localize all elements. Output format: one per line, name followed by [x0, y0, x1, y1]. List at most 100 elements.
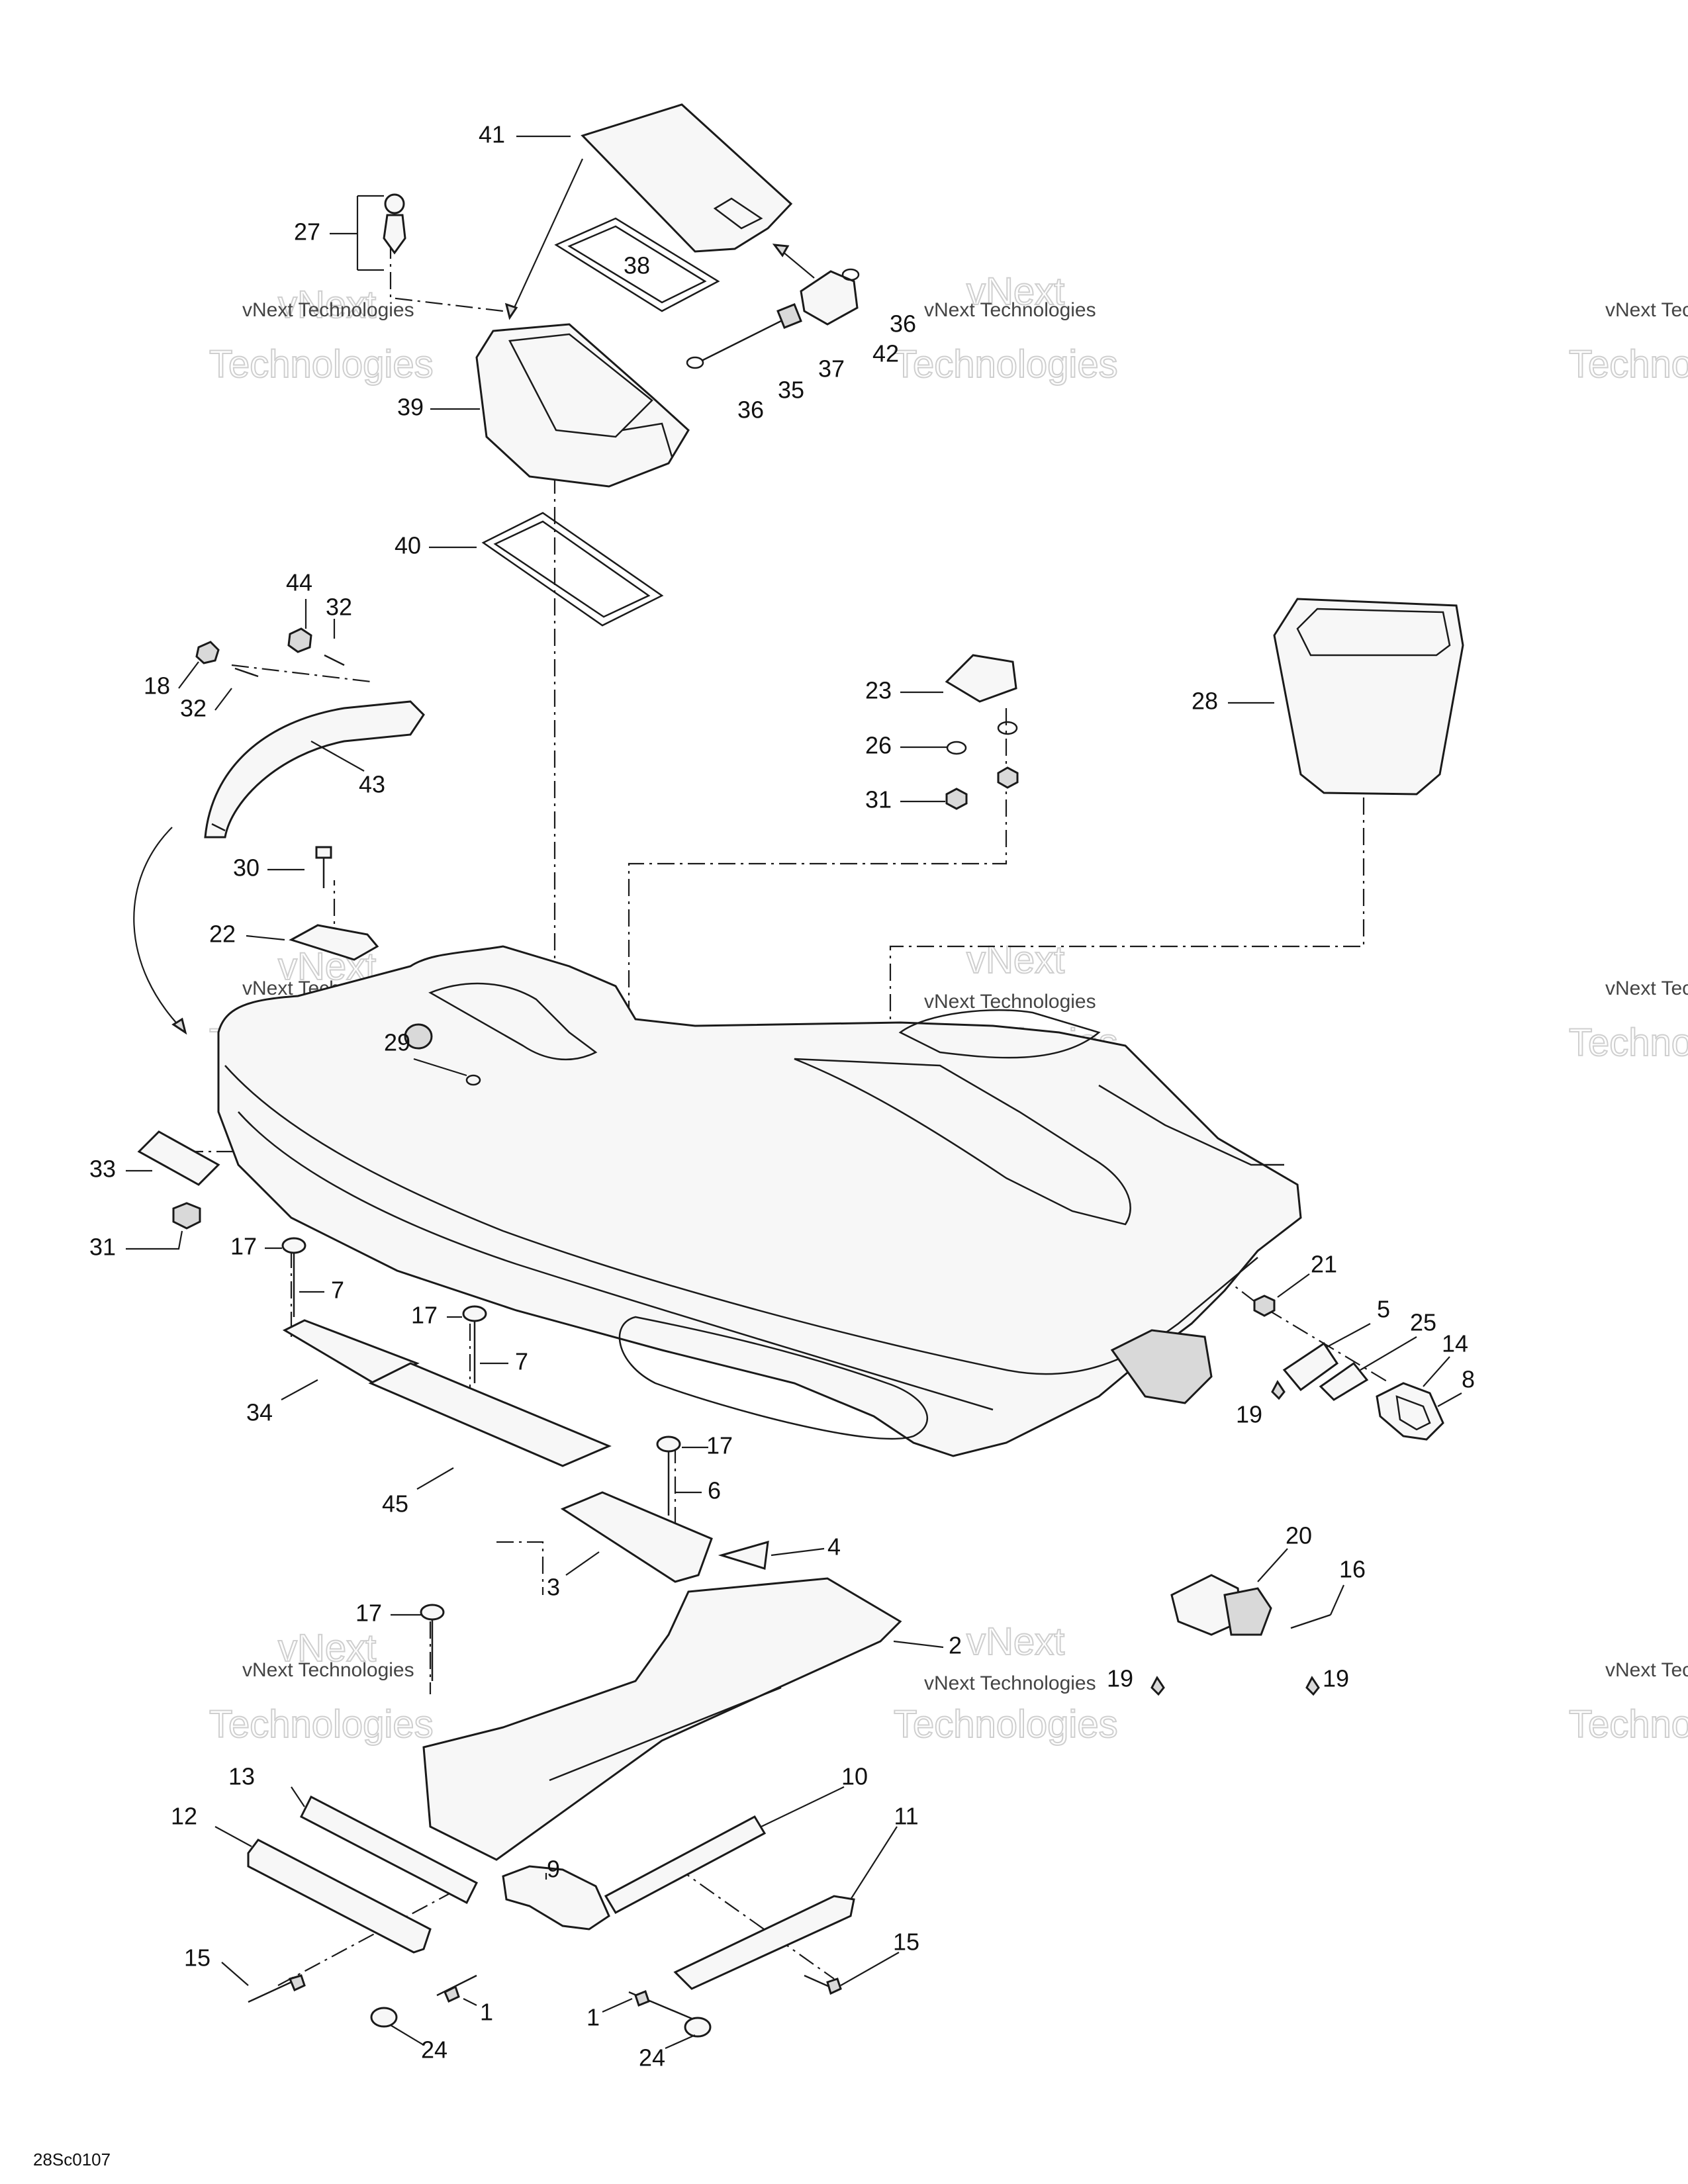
callout-label-c7a: 7	[331, 1277, 344, 1304]
callout-label-c8: 8	[1462, 1366, 1475, 1393]
hook-bracket-part	[945, 654, 1017, 703]
callout-label-c32a: 32	[326, 594, 352, 621]
callout-label-c36b: 36	[737, 396, 764, 424]
callout-label-c11: 11	[894, 1803, 918, 1830]
callout-label-c6: 6	[708, 1477, 721, 1504]
watercraft-hull	[217, 945, 1302, 1457]
callout-label-c38: 38	[624, 252, 650, 279]
callout-label-c39: 39	[397, 394, 424, 421]
watermark-outline-text: Technologies	[1569, 1703, 1688, 1746]
callout-label-c5: 5	[1377, 1296, 1390, 1323]
callout-label-c12: 12	[171, 1803, 197, 1830]
callout-label-c9: 9	[547, 1856, 560, 1883]
callout-label-c17c: 17	[706, 1432, 733, 1459]
callout-label-c13: 13	[228, 1763, 255, 1790]
callout-label-c26: 26	[865, 732, 892, 759]
watermark-text: vNext Technologies	[924, 991, 1096, 1013]
callout-label-c45: 45	[382, 1490, 408, 1518]
callout-label-c14: 14	[1442, 1330, 1468, 1357]
callout-label-c17d: 17	[355, 1600, 382, 1627]
callout-label-c23: 23	[865, 677, 892, 704]
watermark-text: vNext Technologies	[242, 1659, 414, 1681]
clip-part	[384, 193, 405, 214]
figure-code: 28Sc0107	[33, 2150, 111, 2169]
callout-label-c24b: 24	[639, 2044, 665, 2071]
watermark-outline-text: Technologies	[894, 343, 1118, 386]
callout-label-c43: 43	[359, 771, 385, 798]
watermark-text: vNext Technologies	[242, 299, 414, 321]
watermark-outline-text: vNext	[966, 938, 1064, 981]
rail-part	[604, 1815, 767, 1914]
rail-part	[673, 1895, 855, 1990]
callout-label-c2: 2	[949, 1632, 962, 1659]
latch-part	[800, 270, 859, 326]
watermark-outline-text: vNext	[966, 1620, 1064, 1663]
pad-part	[282, 1319, 420, 1385]
callout-label-c19a: 19	[1236, 1401, 1262, 1428]
corner-bracket-part	[502, 1865, 610, 1931]
watermark-text: vNext Technologies	[1605, 1659, 1688, 1681]
watermark-outline-text: Technologies	[1569, 1021, 1688, 1064]
callout-label-c10: 10	[841, 1763, 868, 1790]
callout-label-c35: 35	[778, 377, 804, 404]
pad-part	[560, 1491, 713, 1583]
callout-label-c7b: 7	[515, 1348, 528, 1375]
rail-part	[299, 1795, 479, 1905]
watermark-outline-text: Technologies	[894, 1703, 1118, 1746]
watermark-text: vNext Technologies	[924, 299, 1096, 321]
part-drawings	[126, 103, 1464, 2050]
storage-lid-part	[581, 103, 793, 253]
callout-label-c24a: 24	[421, 2036, 447, 2064]
callout-label-c41: 41	[479, 121, 505, 148]
callout-label-c21: 21	[1311, 1251, 1337, 1278]
callout-label-c20: 20	[1286, 1522, 1312, 1549]
callout-label-c4: 4	[827, 1533, 841, 1561]
watermark-text: vNext Technologies	[1605, 299, 1688, 321]
watermark-outline-text: Technologies	[209, 343, 434, 386]
storage-cup-part	[1273, 598, 1464, 796]
callout-label-c31b: 31	[89, 1234, 116, 1261]
pad-part	[368, 1362, 612, 1467]
tow-eye-part	[1376, 1382, 1444, 1441]
callout-label-c29: 29	[384, 1029, 410, 1056]
callout-label-c3: 3	[547, 1574, 560, 1601]
callout-label-c32b: 32	[180, 695, 207, 722]
callout-label-c22: 22	[209, 921, 236, 948]
callout-label-c27: 27	[294, 218, 320, 246]
callout-label-c1a: 1	[480, 1999, 493, 2026]
watermark-outline-text: vNext	[278, 1627, 376, 1670]
callout-label-c37: 37	[818, 355, 845, 383]
bracket-part	[289, 924, 379, 961]
callout-label-c36a: 36	[890, 310, 916, 338]
callout-labels: 4127383642373536394044321832432326312830…	[89, 121, 1475, 2071]
callout-label-c33: 33	[89, 1156, 116, 1183]
callout-label-c31a: 31	[865, 786, 892, 813]
callout-label-c42: 42	[872, 340, 899, 367]
rail-part	[247, 1839, 432, 1954]
callout-label-c17b: 17	[411, 1302, 438, 1329]
watermark-outline-text: vNext	[966, 270, 1064, 313]
callout-label-c40: 40	[395, 532, 421, 559]
callout-label-c30: 30	[233, 854, 259, 882]
watermark-text: vNext Technologies	[1605, 978, 1688, 999]
callout-label-c17a: 17	[230, 1233, 257, 1260]
watermark-outline-text: Technologies	[1569, 343, 1688, 386]
callout-label-c15a: 15	[184, 1944, 211, 1972]
grab-handle-part	[204, 700, 425, 839]
callout-label-c34: 34	[246, 1399, 273, 1426]
callout-label-c19b: 19	[1107, 1665, 1133, 1692]
storage-bin-part	[475, 323, 690, 488]
callout-label-c15b: 15	[893, 1929, 919, 1956]
callout-label-c1b: 1	[586, 2004, 600, 2031]
callout-label-c44: 44	[286, 569, 312, 596]
watermark-outline-text: Technologies	[209, 1703, 434, 1746]
hull-mat-part	[422, 1577, 902, 1861]
callout-label-c18: 18	[144, 672, 170, 700]
callout-label-c25: 25	[1410, 1309, 1436, 1336]
watermark-outline-text: vNext	[278, 283, 376, 326]
callout-label-c16: 16	[1339, 1556, 1366, 1583]
callout-label-c28: 28	[1192, 688, 1218, 715]
callout-label-c19c: 19	[1323, 1665, 1349, 1692]
watermark-text: vNext Technologies	[924, 1672, 1096, 1694]
